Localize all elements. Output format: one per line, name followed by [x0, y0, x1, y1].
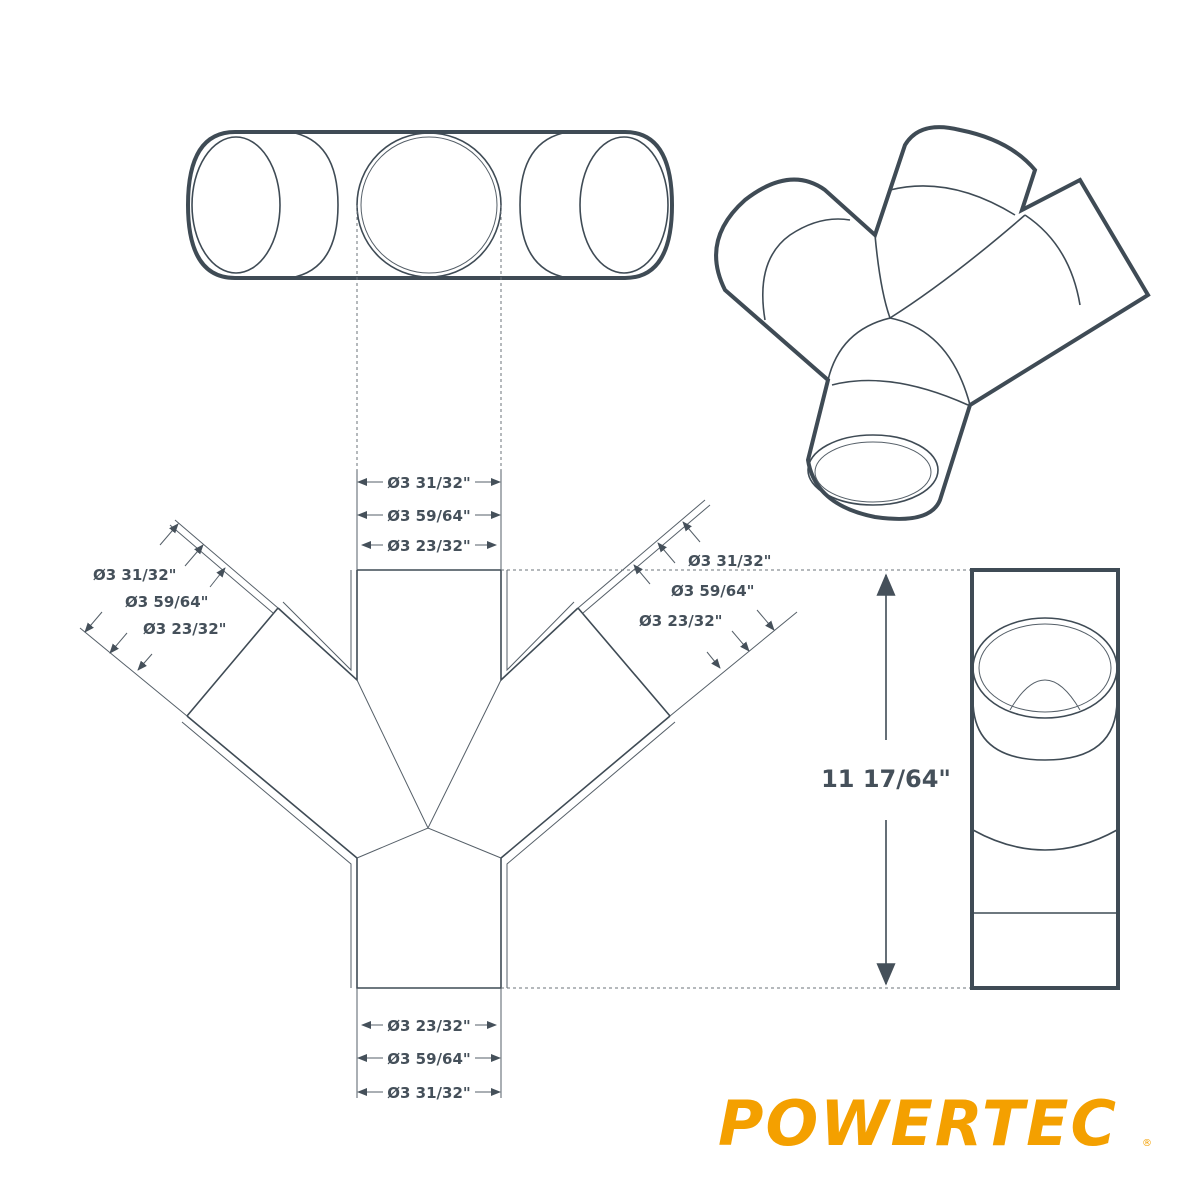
left-dim-mid: Ø3 59/64": [125, 593, 208, 611]
top-dim-mid: Ø3 59/64": [387, 507, 470, 525]
bottom-dimension-arrows: [357, 1021, 501, 1096]
bottom-dim-outer: Ø3 31/32": [387, 1084, 470, 1102]
top-dim-outer: Ø3 31/32": [387, 474, 470, 492]
left-dim-outer: Ø3 31/32": [93, 566, 176, 584]
bottom-dim-inner: Ø3 23/32": [387, 1017, 470, 1035]
isometric-view: [714, 125, 1151, 521]
registered-mark: ®: [1142, 1138, 1152, 1149]
top-dim-inner: Ø3 23/32": [387, 537, 470, 555]
side-view: [970, 568, 1120, 990]
left-branch-arrows: [84, 523, 226, 671]
top-view: [185, 130, 675, 570]
right-branch-arrows: [633, 521, 775, 669]
right-dim-inner: Ø3 23/32": [639, 612, 722, 630]
section-view: [79, 470, 972, 1098]
powertec-logo: POWERTEC: [718, 1087, 1118, 1160]
bottom-dim-mid: Ø3 59/64": [387, 1050, 470, 1068]
right-dim-mid: Ø3 59/64": [671, 582, 754, 600]
overall-length: 11 17/64": [821, 765, 951, 793]
top-dimension-arrows: [357, 478, 501, 549]
left-dim-inner: Ø3 23/32": [143, 620, 226, 638]
right-dim-outer: Ø3 31/32": [688, 552, 771, 570]
